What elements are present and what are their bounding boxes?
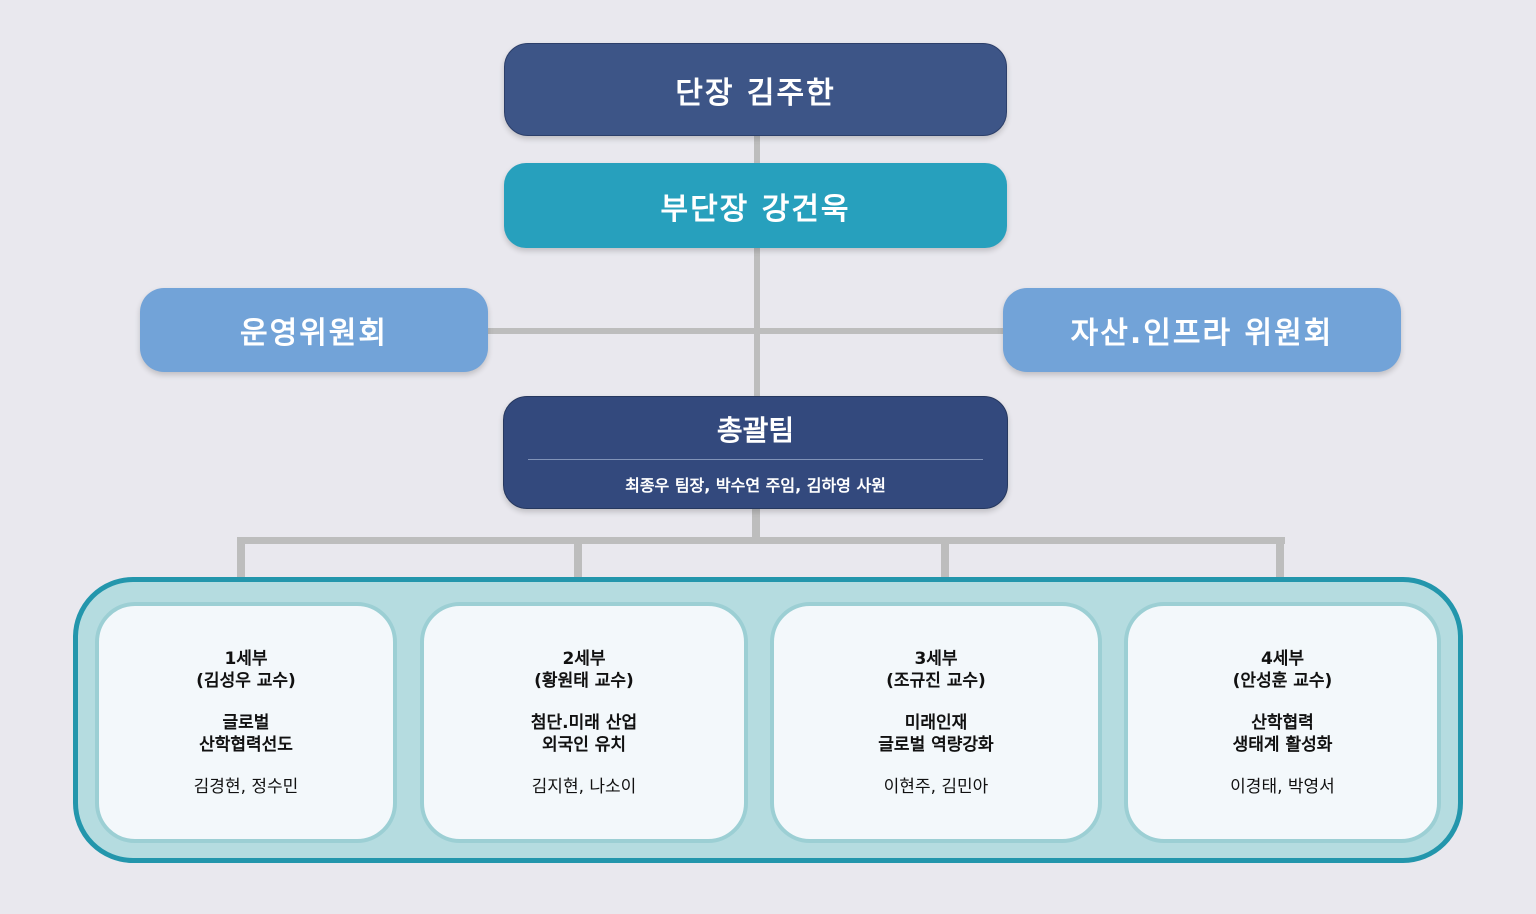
connector-line — [1276, 537, 1284, 603]
division-members: 이현주, 김민아 — [883, 776, 989, 797]
team-title: 총괄팀 — [716, 414, 795, 447]
division-card: 1세부 (김성우 교수) 글로벌 산학협력선도 김경현, 정수민 — [95, 602, 397, 843]
connector-line — [574, 537, 582, 603]
head-box: 단장 김주한 — [504, 43, 1007, 136]
general-team-box: 총괄팀 최종우 팀장, 박수연 주임, 김하영 사원 — [503, 396, 1008, 509]
division-topic: 첨단.미래 산업 — [530, 712, 638, 733]
committee-label: 자산.인프라 위원회 — [1070, 316, 1334, 351]
connector-line — [488, 328, 1003, 334]
connector-line — [941, 537, 949, 603]
division-topic: 글로벌 역량강화 — [878, 734, 994, 755]
division-name: 2세부 — [562, 648, 606, 669]
deputy-box: 부단장 강건욱 — [504, 163, 1007, 248]
connector-line — [754, 136, 760, 396]
connector-line — [237, 537, 245, 603]
divider — [528, 459, 983, 460]
division-card: 3세부 (조규진 교수) 미래인재 글로벌 역량강화 이현주, 김민아 — [770, 602, 1102, 843]
division-topic: 외국인 유치 — [541, 734, 627, 755]
division-topic: 글로벌 — [222, 712, 270, 733]
team-members: 최종우 팀장, 박수연 주임, 김하영 사원 — [625, 476, 886, 495]
division-lead: (조규진 교수) — [886, 670, 986, 691]
asset-infra-committee-box: 자산.인프라 위원회 — [1003, 288, 1401, 372]
head-title: 단장 김주한 — [675, 75, 836, 111]
division-topic: 생태계 활성화 — [1232, 734, 1333, 755]
committee-label: 운영위원회 — [240, 316, 388, 351]
division-topic: 미래인재 — [904, 712, 968, 733]
division-members: 김경현, 정수민 — [193, 776, 299, 797]
operations-committee-box: 운영위원회 — [140, 288, 488, 372]
division-name: 3세부 — [914, 648, 958, 669]
connector-line — [237, 537, 1285, 544]
division-name: 4세부 — [1260, 648, 1305, 669]
division-members: 김지현, 나소이 — [531, 776, 637, 797]
division-card: 4세부 (안성훈 교수) 산학협력 생태계 활성화 이경태, 박영서 — [1124, 602, 1441, 843]
division-name: 1세부 — [224, 648, 268, 669]
deputy-title: 부단장 강건욱 — [660, 191, 851, 227]
connector-line — [752, 509, 760, 543]
division-members: 이경태, 박영서 — [1230, 776, 1335, 797]
division-lead: (안성훈 교수) — [1232, 670, 1333, 691]
division-lead: (황원태 교수) — [534, 670, 634, 691]
division-card: 2세부 (황원태 교수) 첨단.미래 산업 외국인 유치 김지현, 나소이 — [420, 602, 748, 843]
division-topic: 산학협력선도 — [199, 734, 293, 755]
division-lead: (김성우 교수) — [196, 670, 296, 691]
division-topic: 산학협력 — [1251, 712, 1314, 733]
